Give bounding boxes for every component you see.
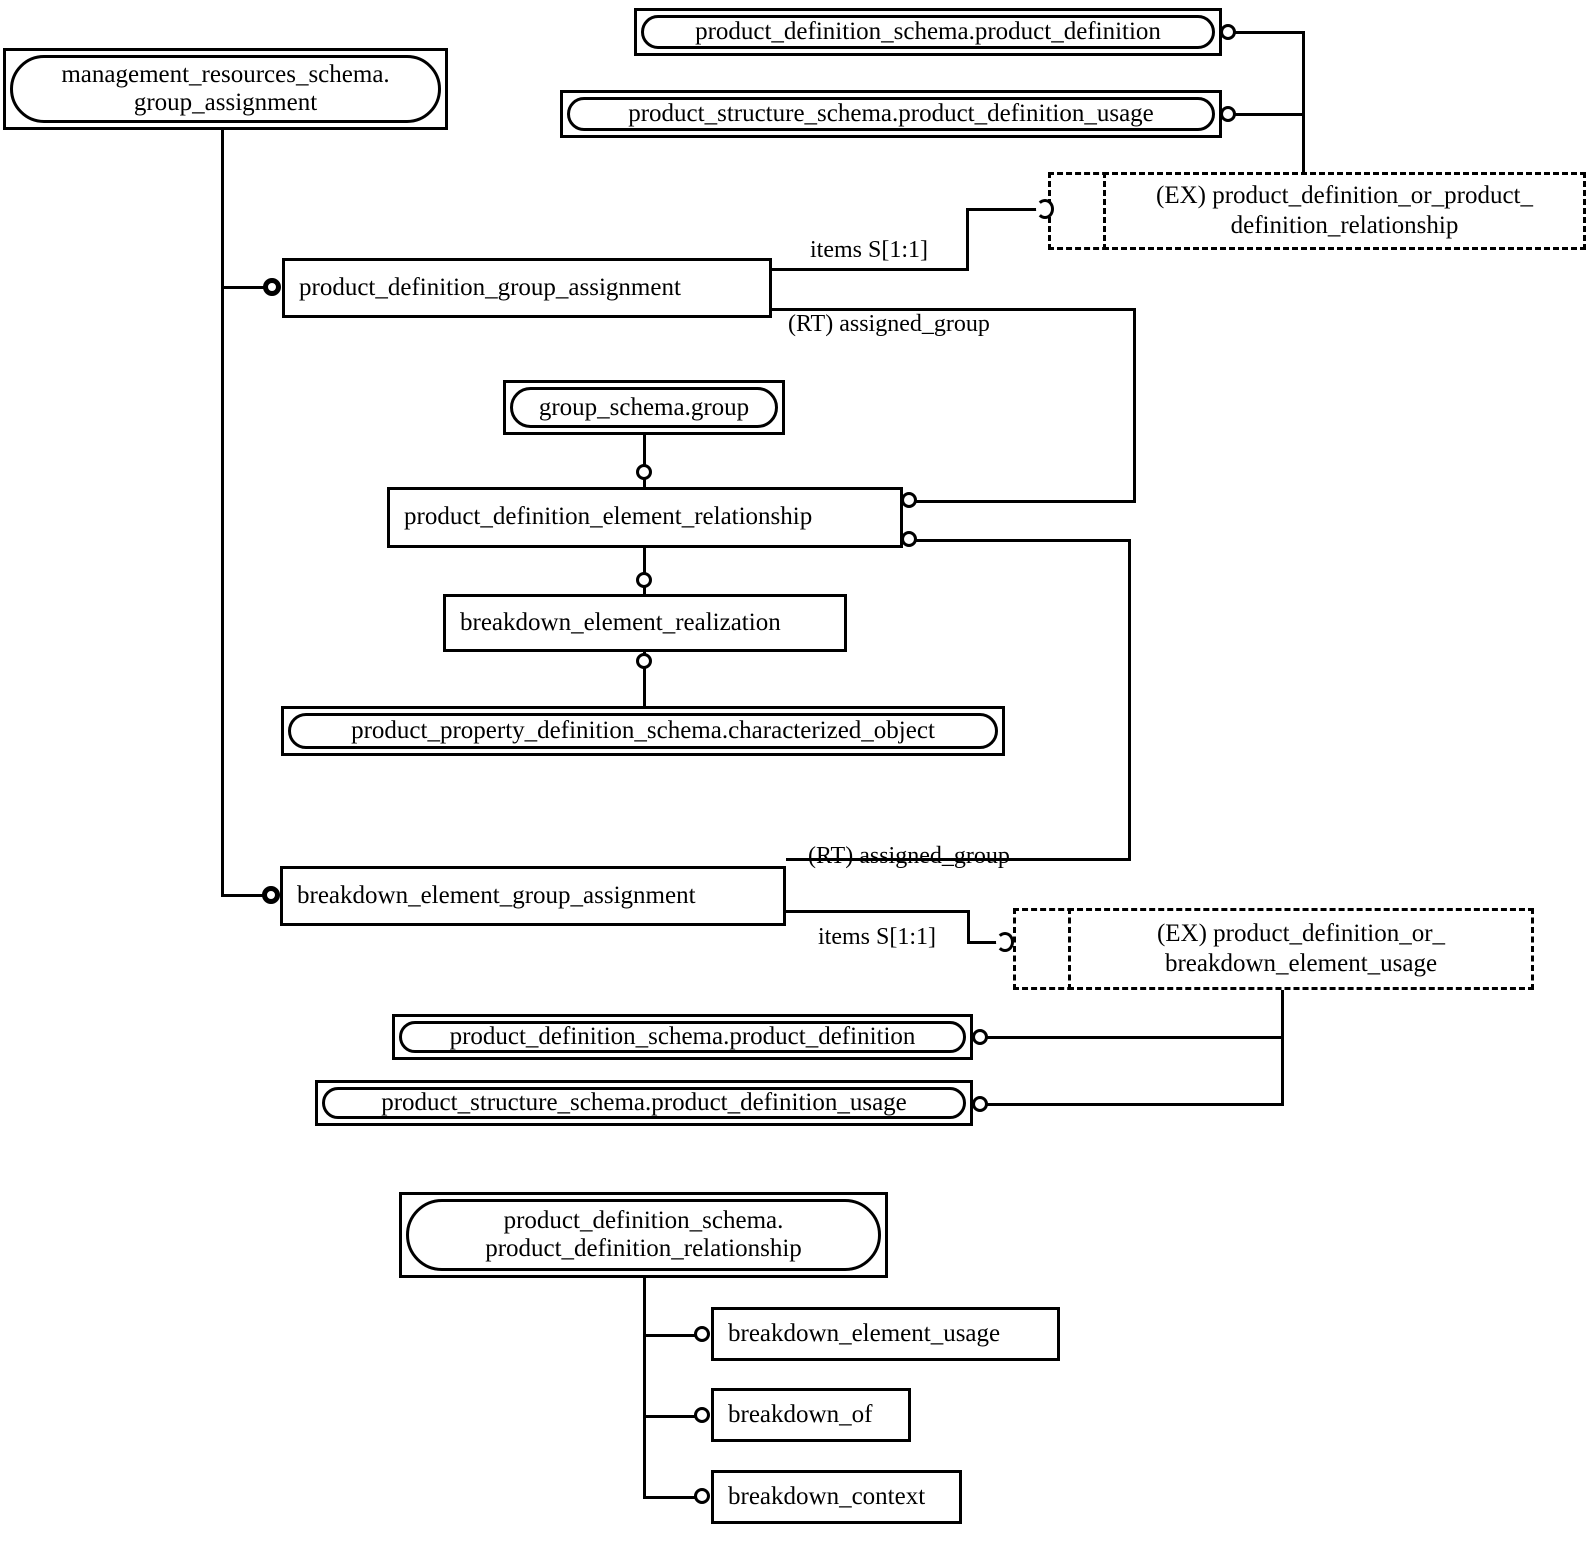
node-product-definition-schema-product-definition-bottom[interactable]: product_definition_schema.product_defini… bbox=[392, 1014, 973, 1060]
edge-label-items-lower: items S[1:1] bbox=[818, 924, 936, 950]
edge-pdga-items-h1 bbox=[772, 268, 969, 271]
edge-group-assignment-trunk bbox=[221, 130, 224, 896]
ex-inner-border: (EX) product_definition_or_product_defin… bbox=[1103, 172, 1586, 250]
edge-label-assigned-group-upper: (RT) assigned_group bbox=[788, 311, 990, 337]
node-management-resources-schema-group-assignment[interactable]: management_resources_schema.group_assign… bbox=[3, 48, 448, 130]
connector-open-group-pder bbox=[636, 464, 652, 480]
edge-ex-lower-feed-v bbox=[1281, 990, 1284, 1103]
node-breakdown-element-group-assignment[interactable]: breakdown_element_group_assignment bbox=[280, 866, 786, 926]
capsule: product_definition_schema.product_defini… bbox=[641, 15, 1215, 49]
edge-bega-items-h2 bbox=[967, 941, 1002, 944]
edge-bega-items-h1 bbox=[786, 910, 970, 913]
edge-pdga-items-h2 bbox=[966, 208, 1042, 211]
node-label: product_definition_element_relationship bbox=[404, 503, 813, 531]
edge-pder-to-ber bbox=[643, 548, 646, 594]
edge-pder-lower-v bbox=[1128, 539, 1131, 859]
node-label: product_definition_group_assignment bbox=[299, 273, 681, 301]
connector-open-bo bbox=[694, 1407, 710, 1423]
edge-bega-items-v bbox=[967, 910, 970, 944]
edge-ex-upper-feed-v bbox=[1302, 31, 1305, 172]
edge-pdr-to-bc bbox=[643, 1496, 704, 1499]
node-ex-product-definition-or-product-definition-relationship[interactable]: (EX) product_definition_or_product_defin… bbox=[1048, 172, 1586, 250]
capsule: product_definition_schema.product_defini… bbox=[406, 1199, 881, 1271]
node-label: breakdown_element_realization bbox=[460, 608, 781, 636]
edge-label-assigned-group-lower: (RT) assigned_group bbox=[808, 843, 1010, 869]
connector-open-beu bbox=[694, 1326, 710, 1342]
node-label: product_definition_schema.product_defini… bbox=[485, 1207, 802, 1262]
edge-pder-out-upper-h bbox=[916, 500, 1136, 503]
connector-open-ber-co bbox=[636, 653, 652, 669]
capsule: management_resources_schema.group_assign… bbox=[10, 55, 441, 123]
node-ex-product-definition-or-breakdown-element-usage[interactable]: (EX) product_definition_or_breakdown_ele… bbox=[1013, 908, 1534, 990]
connector-open-pder-upper bbox=[901, 492, 917, 508]
node-label: (EX) product_definition_or_product_defin… bbox=[1156, 182, 1533, 239]
edge-group-assignment-to-begA bbox=[221, 894, 273, 897]
capsule: product_property_definition_schema.chara… bbox=[288, 713, 998, 749]
node-product-definition-schema-product-definition-relationship[interactable]: product_definition_schema.product_defini… bbox=[399, 1192, 888, 1278]
edge-pdga-assigned-group-v bbox=[1133, 308, 1136, 502]
node-label: product_definition_schema.product_defini… bbox=[449, 1023, 916, 1050]
node-label: product_structure_schema.product_definit… bbox=[381, 1089, 907, 1116]
connector-open-pder-lower bbox=[901, 531, 917, 547]
node-product-structure-schema-product-definition-usage-top[interactable]: product_structure_schema.product_definit… bbox=[560, 90, 1222, 138]
connector-filled-bega bbox=[262, 886, 280, 904]
edge-pdr-to-bo bbox=[643, 1415, 704, 1418]
edge-ber-to-co bbox=[643, 652, 646, 706]
node-label: (EX) product_definition_or_breakdown_ele… bbox=[1156, 920, 1446, 977]
capsule: product_structure_schema.product_definit… bbox=[322, 1087, 966, 1119]
node-breakdown-element-usage[interactable]: breakdown_element_usage bbox=[711, 1307, 1060, 1361]
edge-pssu-top-h bbox=[1234, 113, 1305, 116]
node-label: breakdown_element_group_assignment bbox=[297, 881, 696, 909]
node-label: breakdown_element_usage bbox=[728, 1319, 1001, 1347]
node-label: group_schema.group bbox=[538, 393, 750, 421]
node-product-structure-schema-product-definition-usage-bottom[interactable]: product_structure_schema.product_definit… bbox=[315, 1080, 973, 1126]
edge-pdr-trunk bbox=[643, 1278, 646, 1496]
node-product-property-definition-schema-characterized-object[interactable]: product_property_definition_schema.chara… bbox=[281, 706, 1005, 756]
edge-pds-bottom-h bbox=[986, 1036, 1284, 1039]
node-product-definition-element-relationship[interactable]: product_definition_element_relationship bbox=[387, 487, 903, 548]
edge-pds-top-h bbox=[1234, 31, 1305, 34]
node-label: product_definition_schema.product_defini… bbox=[695, 18, 1161, 45]
edge-pder-out-lower-h bbox=[916, 539, 1131, 542]
connector-select-ex-lower bbox=[996, 932, 1014, 952]
node-breakdown-context[interactable]: breakdown_context bbox=[711, 1470, 962, 1524]
edge-group-assignment-to-pdga bbox=[221, 286, 273, 289]
node-label: management_resources_schema.group_assign… bbox=[61, 61, 390, 116]
node-breakdown-element-realization[interactable]: breakdown_element_realization bbox=[443, 594, 847, 652]
edge-pdga-items-v bbox=[966, 208, 969, 270]
connector-open-bc bbox=[694, 1488, 710, 1504]
edge-pdga-assigned-group-h bbox=[772, 308, 1136, 311]
capsule: product_definition_schema.product_defini… bbox=[399, 1021, 966, 1053]
connector-filled-pdga bbox=[263, 278, 281, 296]
capsule: product_structure_schema.product_definit… bbox=[567, 97, 1215, 131]
capsule: group_schema.group bbox=[510, 387, 778, 428]
connector-select-ex-upper bbox=[1036, 199, 1054, 219]
node-label: breakdown_of bbox=[728, 1400, 873, 1428]
node-product-definition-group-assignment[interactable]: product_definition_group_assignment bbox=[282, 258, 772, 318]
edge-pdr-to-beu bbox=[643, 1334, 704, 1337]
node-label: product_property_definition_schema.chara… bbox=[351, 717, 935, 744]
edge-bega-assigned-group-h bbox=[786, 858, 1131, 861]
node-breakdown-of[interactable]: breakdown_of bbox=[711, 1388, 911, 1442]
ex-inner-border: (EX) product_definition_or_breakdown_ele… bbox=[1068, 908, 1534, 990]
edge-group-to-pder bbox=[643, 435, 646, 487]
edge-label-items-upper: items S[1:1] bbox=[810, 237, 928, 263]
node-group-schema-group[interactable]: group_schema.group bbox=[503, 380, 785, 435]
edge-pssu-bottom-h bbox=[986, 1103, 1284, 1106]
node-product-definition-schema-product-definition-top[interactable]: product_definition_schema.product_defini… bbox=[634, 8, 1222, 56]
node-label: product_structure_schema.product_definit… bbox=[628, 100, 1154, 127]
node-label: breakdown_context bbox=[728, 1482, 926, 1510]
connector-open-pder-ber bbox=[636, 572, 652, 588]
